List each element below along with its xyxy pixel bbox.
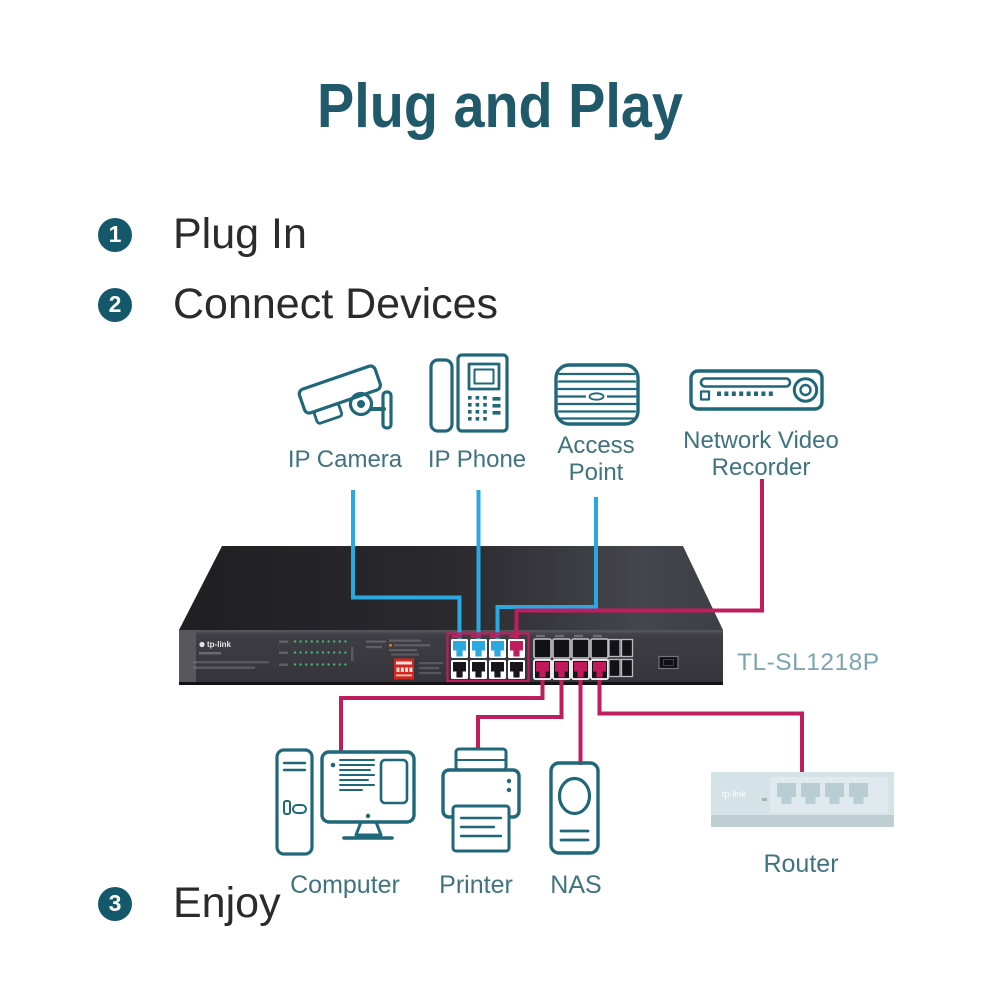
ip-camera-icon	[297, 364, 393, 430]
router-label: Router	[763, 850, 839, 878]
nas-label: NAS	[550, 871, 602, 899]
nas-icon	[549, 761, 600, 855]
access-point-label: Access Point	[557, 432, 635, 486]
switch-brand-logo: tp-link	[193, 640, 269, 669]
step-3: 3 Enjoy	[98, 879, 281, 928]
step-1-number: 1	[98, 217, 132, 252]
svg-text:tp-link: tp-link	[207, 640, 232, 649]
port-bank-1	[446, 632, 530, 683]
cable-ip-camera	[351, 490, 462, 644]
step-3-label: Enjoy	[173, 879, 281, 927]
printer-label: Printer	[439, 871, 513, 899]
switch-led-panel	[279, 639, 430, 666]
step-2: 2 Connect Devices	[98, 280, 498, 329]
cable-printer	[476, 672, 564, 750]
step-1-label: Plug In	[173, 210, 307, 258]
cable-nvr	[514, 479, 764, 644]
sfp-slot	[658, 655, 679, 670]
cable-router	[597, 672, 804, 773]
switch-ports	[446, 632, 679, 683]
cable-computer	[339, 672, 545, 751]
step-2-label: Connect Devices	[173, 280, 499, 328]
switch-dip-block	[391, 653, 443, 680]
page-title: Plug and Play	[317, 72, 683, 141]
step-2-number: 2	[98, 287, 132, 322]
cables	[339, 479, 804, 773]
router-logo: tp-link	[722, 789, 747, 799]
cable-access-point	[495, 497, 598, 644]
access-point-icon	[554, 363, 640, 426]
computer-label: Computer	[290, 871, 400, 899]
uplink-ports	[608, 638, 634, 678]
printer-icon	[441, 747, 521, 853]
router-icon: tp-link	[711, 772, 894, 827]
ip-camera-label: IP Camera	[287, 446, 403, 473]
nvr-icon	[689, 369, 824, 411]
step-1: 1 Plug In	[98, 210, 307, 259]
led-grid	[293, 640, 347, 666]
step-3-number: 3	[98, 886, 132, 921]
switch-model-label: TL-SL1218P	[737, 649, 880, 676]
nvr-label: Network Video Recorder	[683, 427, 839, 481]
computer-icon	[275, 748, 416, 856]
ip-phone-label: IP Phone	[427, 446, 527, 473]
ip-phone-icon	[429, 353, 509, 433]
port-bank-2	[533, 634, 609, 680]
